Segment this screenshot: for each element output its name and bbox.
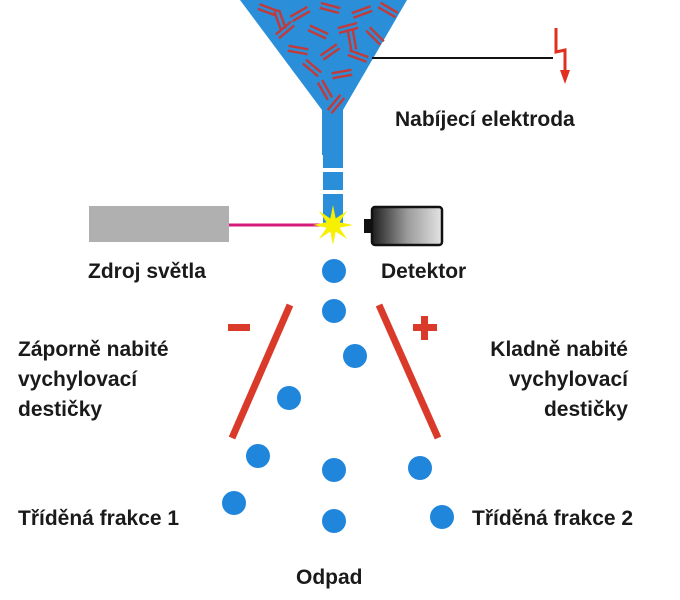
positive-deflection-plate xyxy=(375,303,442,440)
sorted-fraction-2-label: Tříděná frakce 2 xyxy=(472,507,634,530)
particle xyxy=(326,93,346,115)
particle xyxy=(346,29,358,51)
droplet xyxy=(222,491,246,515)
particle xyxy=(274,20,296,40)
particle xyxy=(347,49,369,63)
negative-plate-label-line3: destičky xyxy=(18,398,103,421)
droplets xyxy=(222,259,454,533)
particle xyxy=(319,1,341,15)
minus-sign-icon xyxy=(228,324,250,331)
stream-segment-1 xyxy=(323,150,343,168)
negative-deflection-plate xyxy=(228,303,294,440)
particle xyxy=(351,5,373,19)
droplet xyxy=(322,259,346,283)
particles xyxy=(257,1,399,115)
positive-plate-label-line1: Kladně nabité xyxy=(490,338,628,361)
droplet xyxy=(322,299,346,323)
negative-plate-label-line2: vychylovací xyxy=(18,368,138,391)
particle xyxy=(319,43,341,61)
particle xyxy=(301,58,323,78)
detector-label: Detektor xyxy=(381,260,467,283)
positive-plate-label-line3: destičky xyxy=(543,398,628,421)
particle xyxy=(331,68,353,80)
star-burst-icon xyxy=(313,205,353,245)
light-source xyxy=(89,206,229,242)
battery-icon xyxy=(364,205,444,247)
particle xyxy=(316,79,334,101)
charging-electrode-label: Nabíjecí elektroda xyxy=(395,108,575,131)
funnel xyxy=(240,0,407,155)
plus-sign-icon xyxy=(413,316,437,340)
droplet xyxy=(430,505,454,529)
stream-segment-2 xyxy=(323,172,343,190)
droplet xyxy=(246,444,270,468)
lightning-bolt-icon xyxy=(554,28,570,84)
sorted-fraction-1-label: Tříděná frakce 1 xyxy=(18,507,180,530)
particle xyxy=(365,26,385,46)
droplet xyxy=(343,344,367,368)
droplet xyxy=(322,458,346,482)
particle xyxy=(307,24,329,40)
particle xyxy=(287,44,309,56)
negative-plate-label-line1: Záporně nabité xyxy=(18,338,169,361)
droplet xyxy=(322,509,346,533)
particle xyxy=(289,5,311,23)
particle xyxy=(377,1,399,19)
particle xyxy=(337,21,359,35)
particle xyxy=(273,9,287,31)
positive-plate-label-line2: vychylovací xyxy=(508,368,628,391)
particle xyxy=(257,3,279,17)
waste-label: Odpad xyxy=(296,566,363,589)
light-source-label: Zdroj světla xyxy=(88,260,206,283)
droplet xyxy=(277,386,301,410)
droplet xyxy=(408,456,432,480)
